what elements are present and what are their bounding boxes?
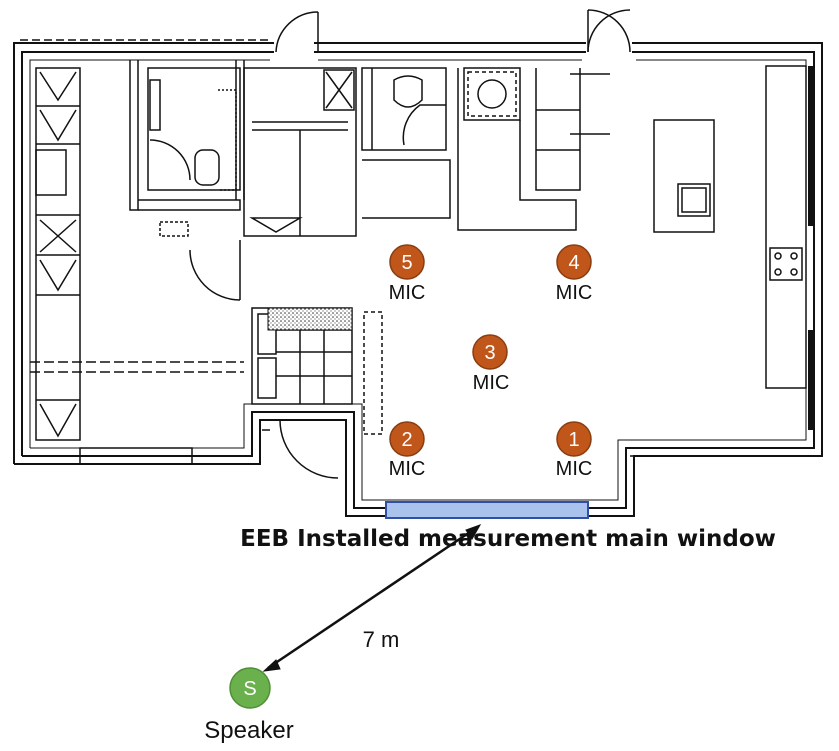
mic-4-label: MIC bbox=[556, 282, 593, 304]
mic-1-marker bbox=[556, 421, 592, 457]
mic-1: 1 MIC bbox=[556, 421, 593, 480]
mic-2: 2 MIC bbox=[389, 421, 426, 480]
speaker-label: Speaker bbox=[204, 717, 293, 744]
mic-2-marker bbox=[389, 421, 425, 457]
mic-5-marker bbox=[389, 244, 425, 280]
mic-1-number: 1 bbox=[568, 429, 579, 451]
entrance-hatch bbox=[267, 307, 353, 331]
speaker-symbol: S bbox=[243, 678, 256, 700]
speaker: S Speaker bbox=[204, 667, 294, 744]
mic-3: 3 MIC bbox=[472, 334, 510, 394]
right-windows bbox=[808, 66, 814, 430]
mic-4: 4 MIC bbox=[556, 244, 593, 304]
mic-5: 5 MIC bbox=[389, 244, 426, 304]
mic-4-number: 4 bbox=[568, 252, 579, 274]
mic-3-number: 3 bbox=[484, 342, 495, 364]
mic-1-label: MIC bbox=[556, 458, 593, 480]
main-window bbox=[385, 501, 589, 519]
mic-3-marker bbox=[472, 334, 508, 370]
top-doors bbox=[275, 9, 631, 53]
mic-5-label: MIC bbox=[389, 282, 426, 304]
distance-arrow bbox=[262, 524, 482, 672]
window-caption: EEB Installed measurement main window bbox=[240, 526, 776, 552]
mic-3-label: MIC bbox=[473, 372, 510, 394]
speaker-icon bbox=[229, 667, 271, 709]
interior-walls bbox=[30, 60, 807, 479]
distance-label: 7 m bbox=[363, 627, 400, 652]
mic-4-marker bbox=[556, 244, 592, 280]
mic-2-label: MIC bbox=[389, 458, 426, 480]
mic-2-number: 2 bbox=[401, 429, 412, 451]
mic-5-number: 5 bbox=[401, 252, 412, 274]
